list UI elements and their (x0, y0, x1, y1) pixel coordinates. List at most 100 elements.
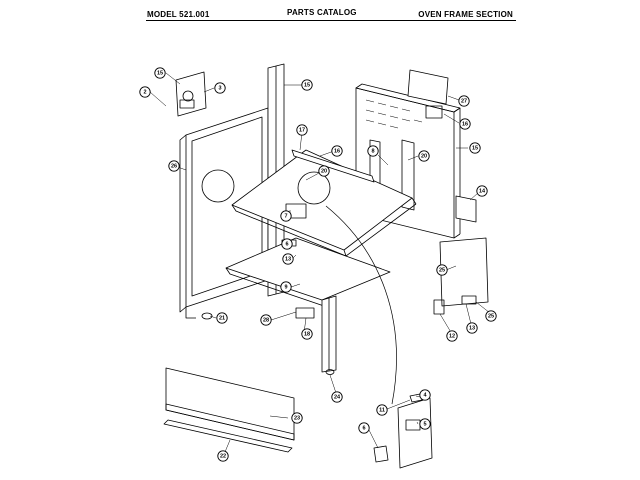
callout-circle (139, 86, 151, 98)
callout-number: 2 (143, 89, 146, 95)
callout-circle (260, 314, 272, 326)
callout-circle (217, 450, 229, 462)
callout-c23: 12 (446, 330, 458, 342)
callout-c18: 9 (280, 281, 292, 293)
callout-circle (282, 253, 294, 265)
callout-circle (466, 322, 478, 334)
callout-c9: 27 (458, 95, 470, 107)
callout-circle (318, 165, 330, 177)
callout-c7: 26 (168, 160, 180, 172)
callout-c27: 4 (419, 389, 431, 401)
front-legs (185, 295, 337, 373)
callout-number: 22 (220, 453, 226, 459)
callout-circle (419, 418, 431, 430)
callout-number: 25 (488, 313, 494, 319)
callout-number: 27 (461, 98, 467, 104)
callout-number: 13 (285, 256, 291, 262)
callout-number: 23 (294, 415, 300, 421)
thermostat-bracket (175, 71, 207, 117)
callout-number: 17 (299, 127, 305, 133)
callout-circle (367, 145, 379, 157)
callout-number: 7 (284, 213, 287, 219)
trim-strip (163, 419, 293, 453)
rear-panel-louvers (365, 99, 423, 129)
callout-c20: 21 (216, 312, 228, 324)
callout-circle (168, 160, 180, 172)
callout-number: 20 (321, 168, 327, 174)
callout-c15: 7 (280, 210, 292, 222)
detail-circles (201, 169, 331, 205)
callout-number: 21 (219, 315, 225, 321)
callout-c21: 28 (260, 314, 272, 326)
cross-bar (291, 149, 375, 183)
label-plates (407, 69, 449, 119)
callout-c11: 15 (469, 142, 481, 154)
callout-number: 6 (362, 425, 365, 431)
model-number: MODEL 521.001 (147, 10, 210, 19)
callout-c10: 16 (459, 118, 471, 130)
callout-c19: 25 (436, 264, 448, 276)
callout-circle (358, 422, 370, 434)
callout-circle (376, 404, 388, 416)
callout-number: 20 (421, 153, 427, 159)
callout-number: 5 (423, 421, 426, 427)
callout-circle (458, 95, 470, 107)
callout-number: 15 (157, 70, 163, 76)
callout-c16: 6 (281, 238, 293, 250)
callout-circle (301, 79, 313, 91)
callout-c22: 18 (301, 328, 313, 340)
callout-circle (301, 328, 313, 340)
callout-c28: 11 (376, 404, 388, 416)
kick-plate (165, 367, 295, 441)
callout-number: 9 (284, 284, 287, 290)
callout-number: 15 (472, 145, 478, 151)
callout-circle (459, 118, 471, 130)
callout-circle (485, 310, 497, 322)
callout-c13: 20 (418, 150, 430, 162)
callout-circle (291, 412, 303, 424)
callout-c3: 3 (214, 82, 226, 94)
callout-c4: 15 (154, 67, 166, 79)
right-lower-panel (439, 237, 489, 307)
callout-c32: 22 (217, 450, 229, 462)
callout-number: 3 (218, 85, 221, 91)
callout-number: 4 (423, 392, 427, 398)
callout-c25: 25 (485, 310, 497, 322)
header-rule (146, 20, 516, 21)
callout-number: 15 (304, 82, 310, 88)
callout-circle (419, 389, 431, 401)
callout-c5: 17 (296, 124, 308, 136)
callout-c29: 5 (419, 418, 431, 430)
detail-arc (325, 205, 397, 405)
callout-c24: 13 (466, 322, 478, 334)
callout-number: 16 (334, 148, 340, 154)
callout-c31: 23 (291, 412, 303, 424)
callout-circle (280, 281, 292, 293)
callout-circle (216, 312, 228, 324)
callout-c8: 20 (318, 165, 330, 177)
callout-c2: 2 (139, 86, 151, 98)
callout-circle (418, 150, 430, 162)
callout-circle (446, 330, 458, 342)
callout-c17: 13 (282, 253, 294, 265)
callout-number: 6 (285, 241, 288, 247)
callout-circle (469, 142, 481, 154)
callout-number: 24 (334, 394, 341, 400)
callout-circle (214, 82, 226, 94)
callout-number: 25 (439, 267, 445, 273)
callout-circle (281, 238, 293, 250)
callout-circle (154, 67, 166, 79)
callout-number: 8 (371, 148, 374, 154)
catalog-title: PARTS CATALOG (287, 8, 357, 17)
callout-number: 13 (469, 325, 475, 331)
callout-number: 18 (304, 331, 310, 337)
callout-c26: 24 (331, 391, 343, 403)
callout-number: 12 (449, 333, 455, 339)
callout-c30: 6 (358, 422, 370, 434)
callout-circle (331, 145, 343, 157)
section-title: OVEN FRAME SECTION (418, 10, 513, 19)
callout-c14: 14 (476, 185, 488, 197)
